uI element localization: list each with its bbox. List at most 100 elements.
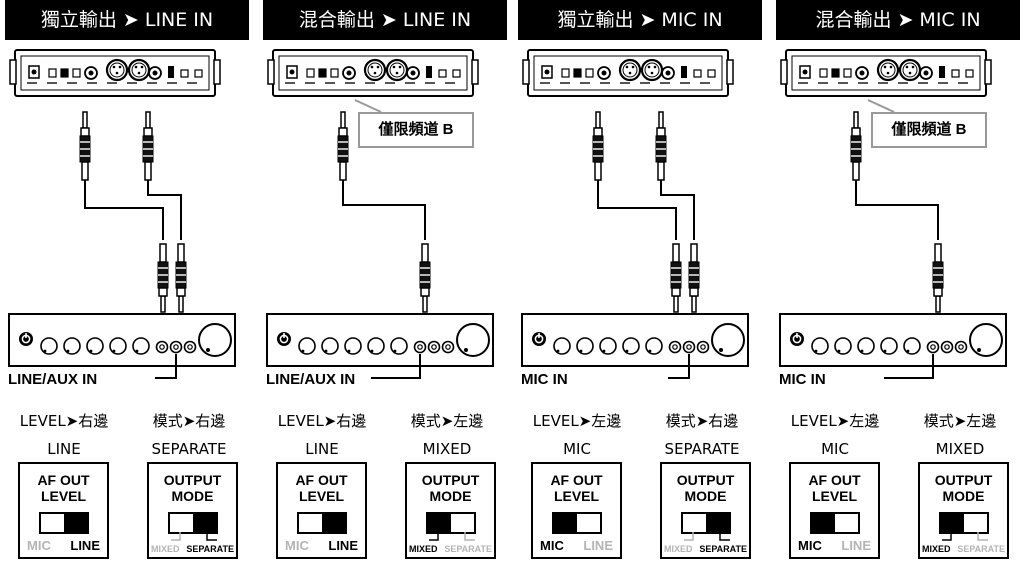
volume-knob xyxy=(456,323,490,357)
knob xyxy=(109,337,127,355)
af-out-level-switch-left-label: MIC xyxy=(798,538,822,553)
receiver-rear-panel xyxy=(522,49,734,97)
knob xyxy=(553,337,571,355)
audio-cables xyxy=(337,111,431,313)
af-out-level-switch-right-label: LINE xyxy=(583,538,613,553)
channel-b-callout: 僅限頻道 B xyxy=(871,112,987,148)
level-heading: LEVEL➤右邊 xyxy=(277,412,367,430)
slide-switch xyxy=(318,68,327,78)
cable-a xyxy=(84,180,164,240)
mode-heading: 模式➤左邊 xyxy=(410,412,484,430)
af-out-level-switch-slider xyxy=(297,512,347,534)
output-mode-switch-left-label: MIXED xyxy=(151,544,180,554)
slide-switch xyxy=(573,68,582,78)
jack-plug-b xyxy=(655,111,667,181)
output-mode-switch-brackets xyxy=(171,532,217,541)
xlr-connector xyxy=(363,58,387,82)
slide-switch xyxy=(585,68,594,78)
input-pointer-line xyxy=(371,354,421,379)
af-out-level-switch-slider xyxy=(39,512,89,534)
knob xyxy=(344,337,362,355)
panel-header: 混合輸出 ➤ MIC IN xyxy=(776,0,1020,40)
input-port-label: MIC IN xyxy=(521,371,568,388)
knob xyxy=(86,337,104,355)
output-mode-switch-slider xyxy=(426,512,476,534)
xlr-connector xyxy=(385,58,409,82)
knob xyxy=(367,337,385,355)
output-mode-switch xyxy=(426,66,432,78)
af-out-level-switch-left-label: MIC xyxy=(27,538,51,553)
output-mode-switch-left-label: MIXED xyxy=(409,544,438,554)
panel-header: 混合輸出 ➤ LINE IN xyxy=(263,0,507,40)
af-out-level-switch-title-1: AF OUT xyxy=(295,472,348,488)
af-out-level-switch-title-1: AF OUT xyxy=(37,472,90,488)
knob xyxy=(321,337,339,355)
output-mode-switch-title-1: OUTPUT xyxy=(676,472,735,488)
af-out-level-switch-title-2: LEVEL xyxy=(811,488,858,504)
af-out-level-switch-knob xyxy=(322,514,345,532)
knob xyxy=(645,337,663,355)
cable-b xyxy=(147,180,182,240)
xlr-connector xyxy=(618,58,642,82)
level-value: LINE xyxy=(305,440,339,458)
af-out-level-switch-title-2: LEVEL xyxy=(40,488,87,504)
panel-2: 混合輸出 ➤ LINE IN 僅限頻道 B LINE/AUX IN LEVEL➤右邊 模… xyxy=(263,0,507,564)
slide-switch xyxy=(831,68,840,78)
af-out-level-switch-title-2: LEVEL xyxy=(298,488,345,504)
output-mode-switch-title-2: MODE xyxy=(684,488,727,504)
power-icon xyxy=(19,332,33,346)
af-out-level-switch-knob xyxy=(64,514,87,532)
slide-switch xyxy=(72,68,81,78)
cable-b xyxy=(342,180,426,240)
amplifier-front-panel xyxy=(8,313,236,379)
jack-plug-a xyxy=(79,111,91,181)
output-mode-switch-brackets xyxy=(429,532,475,541)
audio-cables xyxy=(592,111,700,313)
output-mode-switch-right-label: SEPARATE xyxy=(186,544,234,554)
input-pointer-line xyxy=(884,354,934,379)
level-value: MIC xyxy=(821,440,849,458)
connection-drawing xyxy=(8,49,236,379)
af-out-level-switch-title-1: AF OUT xyxy=(808,472,861,488)
jack-plug-b xyxy=(850,111,862,181)
output-mode-switch-brackets xyxy=(684,532,730,541)
af-out-level-switch-right-label: LINE xyxy=(841,538,871,553)
output-mode-switch-right-label: SEPARATE xyxy=(957,544,1005,554)
callout-leader xyxy=(354,99,382,113)
knob xyxy=(40,337,58,355)
xlr-connector xyxy=(105,58,129,82)
level-value: MIC xyxy=(563,440,591,458)
level-value: LINE xyxy=(47,440,81,458)
output-mode-switch-knob xyxy=(706,514,729,532)
volume-knob xyxy=(711,323,745,357)
input-port-label: MIC IN xyxy=(779,371,826,388)
cable-b xyxy=(660,180,695,240)
af-out-level-switch-knob xyxy=(812,514,835,532)
volume-knob xyxy=(198,323,232,357)
output-mode-switch-left-label: MIXED xyxy=(664,544,693,554)
mode-heading: 模式➤左邊 xyxy=(923,412,997,430)
output-mode-switch-slider xyxy=(681,512,731,534)
callout-leader xyxy=(867,99,895,113)
slide-switch xyxy=(561,68,570,78)
receiver-rear-panel xyxy=(780,49,992,97)
output-mode-switch-title-1: OUTPUT xyxy=(163,472,222,488)
input-port-label: LINE/AUX IN xyxy=(266,371,356,388)
output-mode-switch-slider xyxy=(168,512,218,534)
connection-drawing xyxy=(521,49,749,379)
amplifier-front-panel xyxy=(779,313,1007,379)
channel-b-callout: 僅限頻道 B xyxy=(358,112,474,148)
af-out-level-switch-right-label: LINE xyxy=(328,538,358,553)
knob xyxy=(903,337,921,355)
af-out-level-switch-right-label: LINE xyxy=(70,538,100,553)
rca-plug-b xyxy=(688,243,700,313)
power-icon xyxy=(532,332,546,346)
input-plug xyxy=(419,243,431,313)
input-port-label: LINE/AUX IN xyxy=(8,371,98,388)
panel-header: 獨立輸出 ➤ MIC IN xyxy=(518,0,762,40)
rca-plug-a xyxy=(157,243,169,313)
